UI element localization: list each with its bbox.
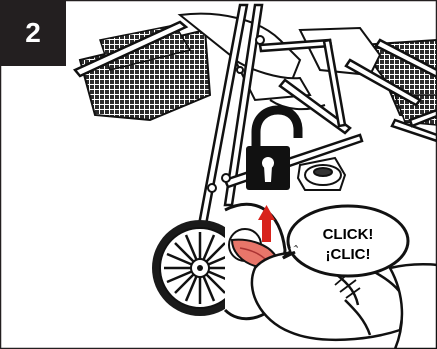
click-text-spanish: ¡CLIC! — [325, 246, 371, 263]
padlock-open-icon — [246, 105, 303, 190]
up-arrow-icon — [258, 205, 275, 242]
click-text-english: CLICK! — [322, 226, 374, 243]
click-speech-bubble — [282, 204, 410, 278]
step-number-badge: 2 — [0, 0, 66, 66]
frame-joints — [207, 35, 265, 193]
rear-wheel — [152, 220, 248, 316]
click-sound-label: CLICK! ¡CLIC! — [292, 225, 404, 265]
rear-foot-peg — [296, 156, 347, 191]
